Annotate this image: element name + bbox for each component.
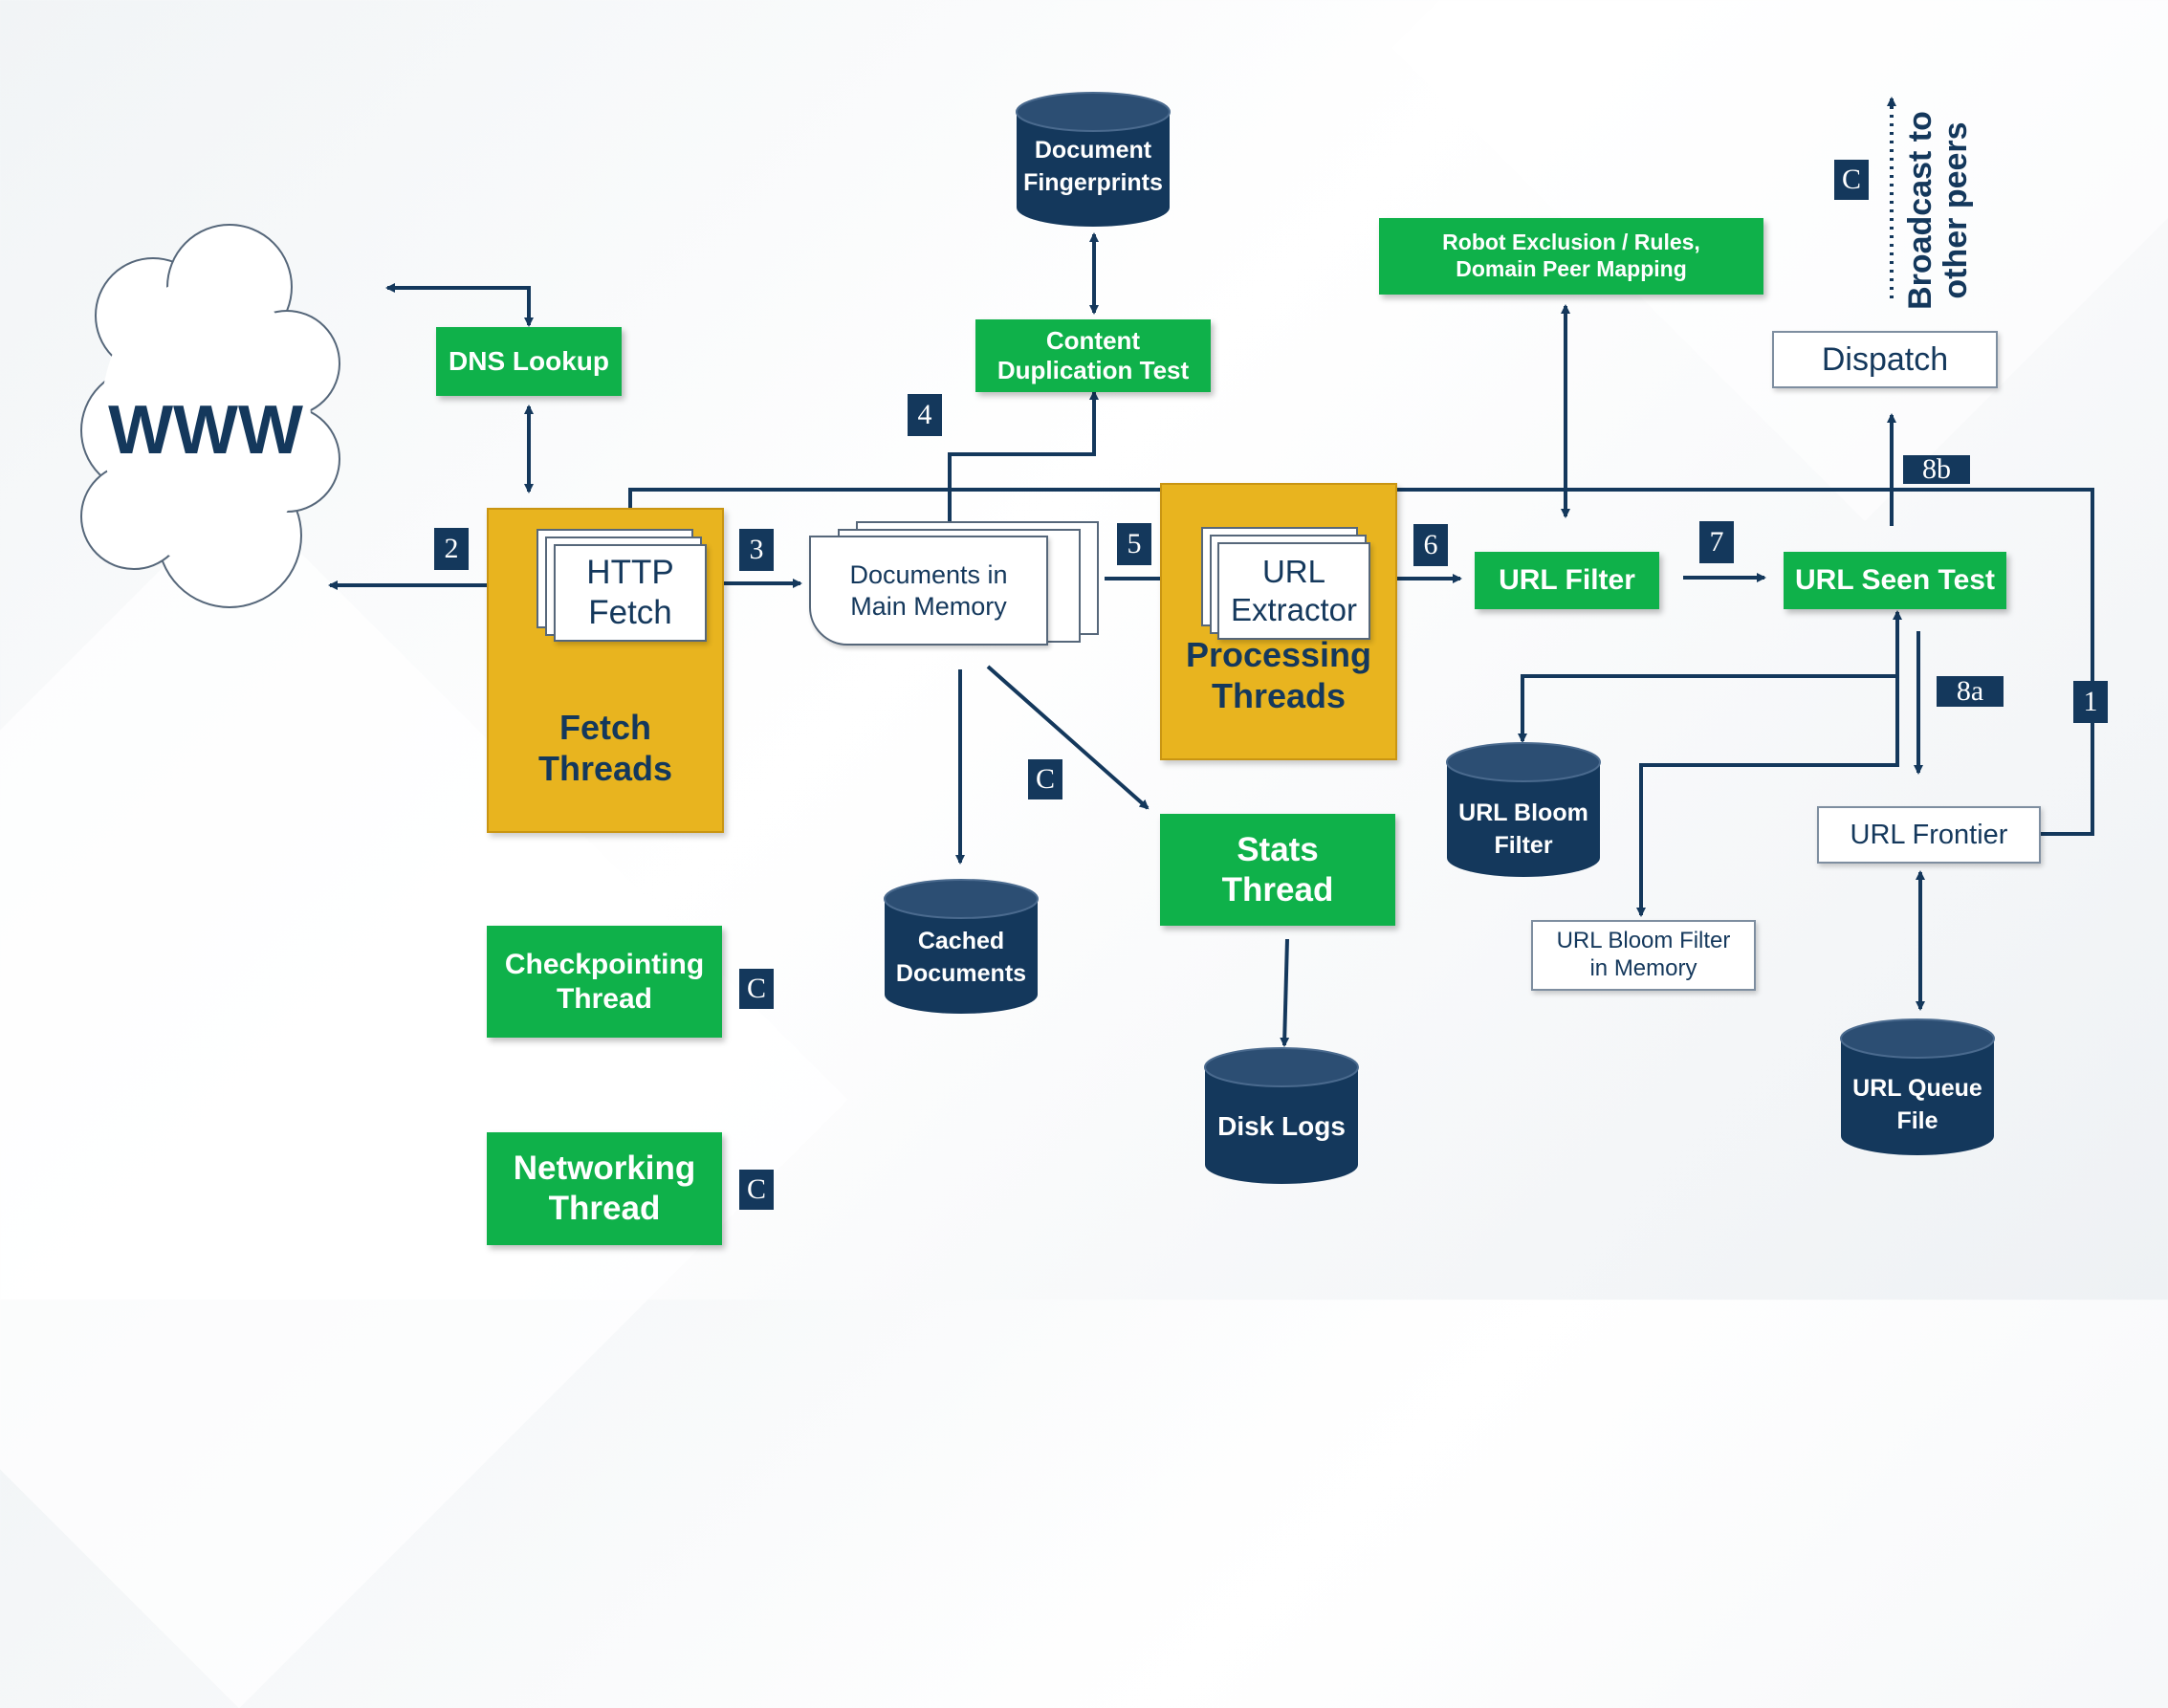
crawler-architecture-diagram — [80, 92, 2094, 1184]
step-1-badge: 1 — [2073, 681, 2108, 723]
checkpointing-thread-box: Checkpointing Thread — [487, 926, 722, 1038]
arrow-stats-disklogs — [1280, 938, 1290, 1047]
document-fingerprints-cylinder — [1016, 92, 1171, 227]
url-extractor-box: URL Extractor — [1217, 542, 1370, 640]
arrow-seen-bloom-memory — [1636, 676, 1899, 917]
arrow-dns-to-web — [385, 283, 534, 327]
step-8a-badge: 8a — [1937, 675, 2004, 707]
cached-documents-cylinder — [884, 879, 1039, 1014]
cached-documents-label: Cached Documents — [895, 928, 1027, 987]
disk-logs-cylinder-top — [1204, 1047, 1359, 1087]
robot-exclusion-box: Robot Exclusion / Rules, Domain Peer Map… — [1379, 218, 1763, 295]
stats-thread-box: Stats Thread — [1160, 814, 1395, 926]
www-cloud — [80, 224, 340, 608]
document-fingerprints-label: Document Fingerprints — [1023, 137, 1163, 196]
step-5-badge: 5 — [1117, 523, 1151, 565]
url-queue-file-label: URL Queue File — [1852, 1075, 1982, 1134]
url-bloom-filter-cylinder — [1446, 742, 1601, 877]
url-frontier-box: URL Frontier — [1817, 806, 2041, 864]
step-7-badge: 7 — [1699, 521, 1734, 563]
url-bloom-filter-cylinder-body — [1447, 762, 1600, 877]
url-queue-file-cylinder — [1840, 1018, 1995, 1155]
arrow-seen-bloom — [1518, 610, 1902, 743]
document-fingerprints-cylinder-body — [1017, 112, 1170, 227]
url-queue-file-cylinder-top — [1840, 1018, 1995, 1059]
step-4-badge: 4 — [908, 394, 942, 436]
step-2-badge: 2 — [434, 528, 469, 570]
content-duplication-test-box: Content Duplication Test — [975, 319, 1211, 392]
disk-logs-cylinder — [1204, 1047, 1359, 1184]
step-8b-badge: 8b — [1903, 453, 1970, 485]
component-c-badge-broadcast: C — [1834, 160, 1869, 200]
url-queue-file-cylinder-body — [1841, 1039, 1994, 1155]
step-3-badge: 3 — [739, 529, 774, 571]
cached-documents-cylinder-top — [884, 879, 1039, 919]
dns-lookup-box: DNS Lookup — [436, 327, 622, 396]
document-fingerprints-cylinder-top — [1016, 92, 1171, 132]
url-bloom-filter-cylinder-top — [1446, 742, 1601, 782]
step-6-badge: 6 — [1413, 524, 1448, 566]
connectors — [328, 97, 2094, 1047]
cached-documents-cylinder-body — [885, 899, 1038, 1014]
component-c-badge-checkpoint: C — [739, 969, 774, 1009]
url-filter-box: URL Filter — [1475, 552, 1659, 609]
http-fetch-box: HTTP Fetch — [554, 544, 707, 642]
arrow-frontier-fetch — [625, 488, 2094, 836]
component-c-badge-stats: C — [1028, 759, 1062, 799]
www-label: WWW — [108, 391, 303, 469]
url-bloom-memory-box: URL Bloom Filter in Memory — [1531, 920, 1756, 991]
disk-logs-cylinder-body — [1205, 1067, 1358, 1184]
networking-thread-box: Networking Thread — [487, 1132, 722, 1245]
database-cylinders — [884, 92, 1995, 1184]
url-bloom-filter-label: URL Bloom Filter — [1458, 799, 1588, 859]
url-seen-test-box: URL Seen Test — [1784, 552, 2006, 609]
component-c-badge-networking: C — [739, 1170, 774, 1210]
arrow-docs-stats — [986, 665, 1150, 810]
documents-main-memory-box: Documents in Main Memory — [809, 536, 1048, 646]
broadcast-label: Broadcast to other peers — [1901, 111, 1974, 310]
arrow-docs-duplication — [948, 390, 1099, 521]
dispatch-box: Dispatch — [1772, 331, 1998, 388]
disk-logs-label: Disk Logs — [1217, 1111, 1346, 1142]
